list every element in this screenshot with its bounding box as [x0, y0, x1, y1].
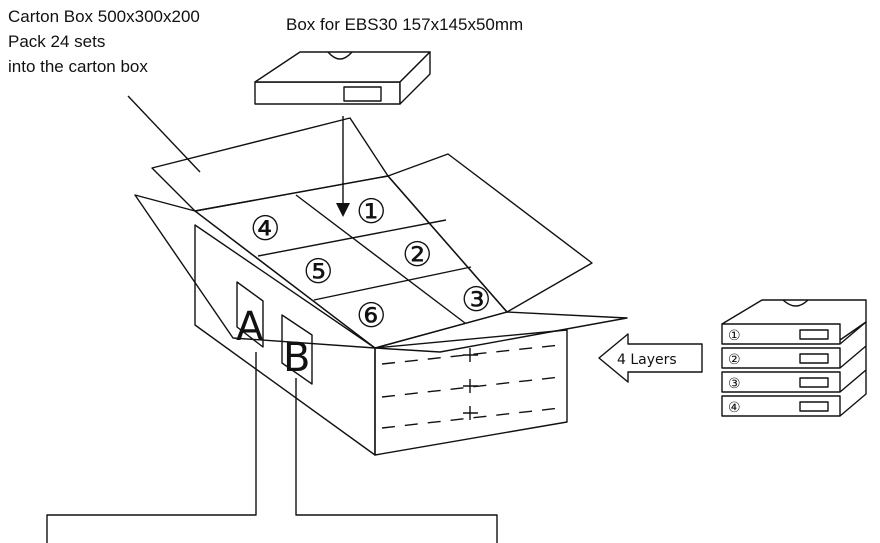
carton-box: [134, 117, 628, 456]
carton-label-line-1: Carton Box 500x300x200: [8, 7, 200, 26]
layer-stack: [721, 299, 867, 417]
slot-6: ⑥: [356, 296, 386, 336]
unit-box-icon: [254, 51, 431, 105]
slot-4: ④: [250, 209, 280, 249]
stack-layer-3: ③: [728, 376, 741, 392]
unit-box-label: Box for EBS30 157x145x50mm: [286, 15, 524, 34]
side-a-letter: A: [236, 304, 264, 350]
slot-5: ⑤: [303, 252, 333, 292]
stack-layer-1: ①: [728, 328, 741, 344]
side-b-leader: [295, 378, 498, 543]
slot-1: ①: [356, 192, 386, 232]
carton-leader-line: [127, 95, 201, 173]
side-a-leader: [46, 352, 257, 543]
layers-arrow: [598, 333, 703, 383]
carton-label-line-2: Pack 24 sets: [8, 32, 106, 51]
slot-2: ②: [402, 235, 432, 275]
side-b-letter: B: [283, 335, 310, 381]
carton-label-line-3: into the carton box: [8, 57, 148, 76]
stack-layer-2: ②: [728, 352, 741, 368]
layers-label: 4 Layers: [617, 352, 677, 368]
slot-3: ③: [461, 280, 491, 320]
stack-layer-4: ④: [728, 400, 741, 416]
